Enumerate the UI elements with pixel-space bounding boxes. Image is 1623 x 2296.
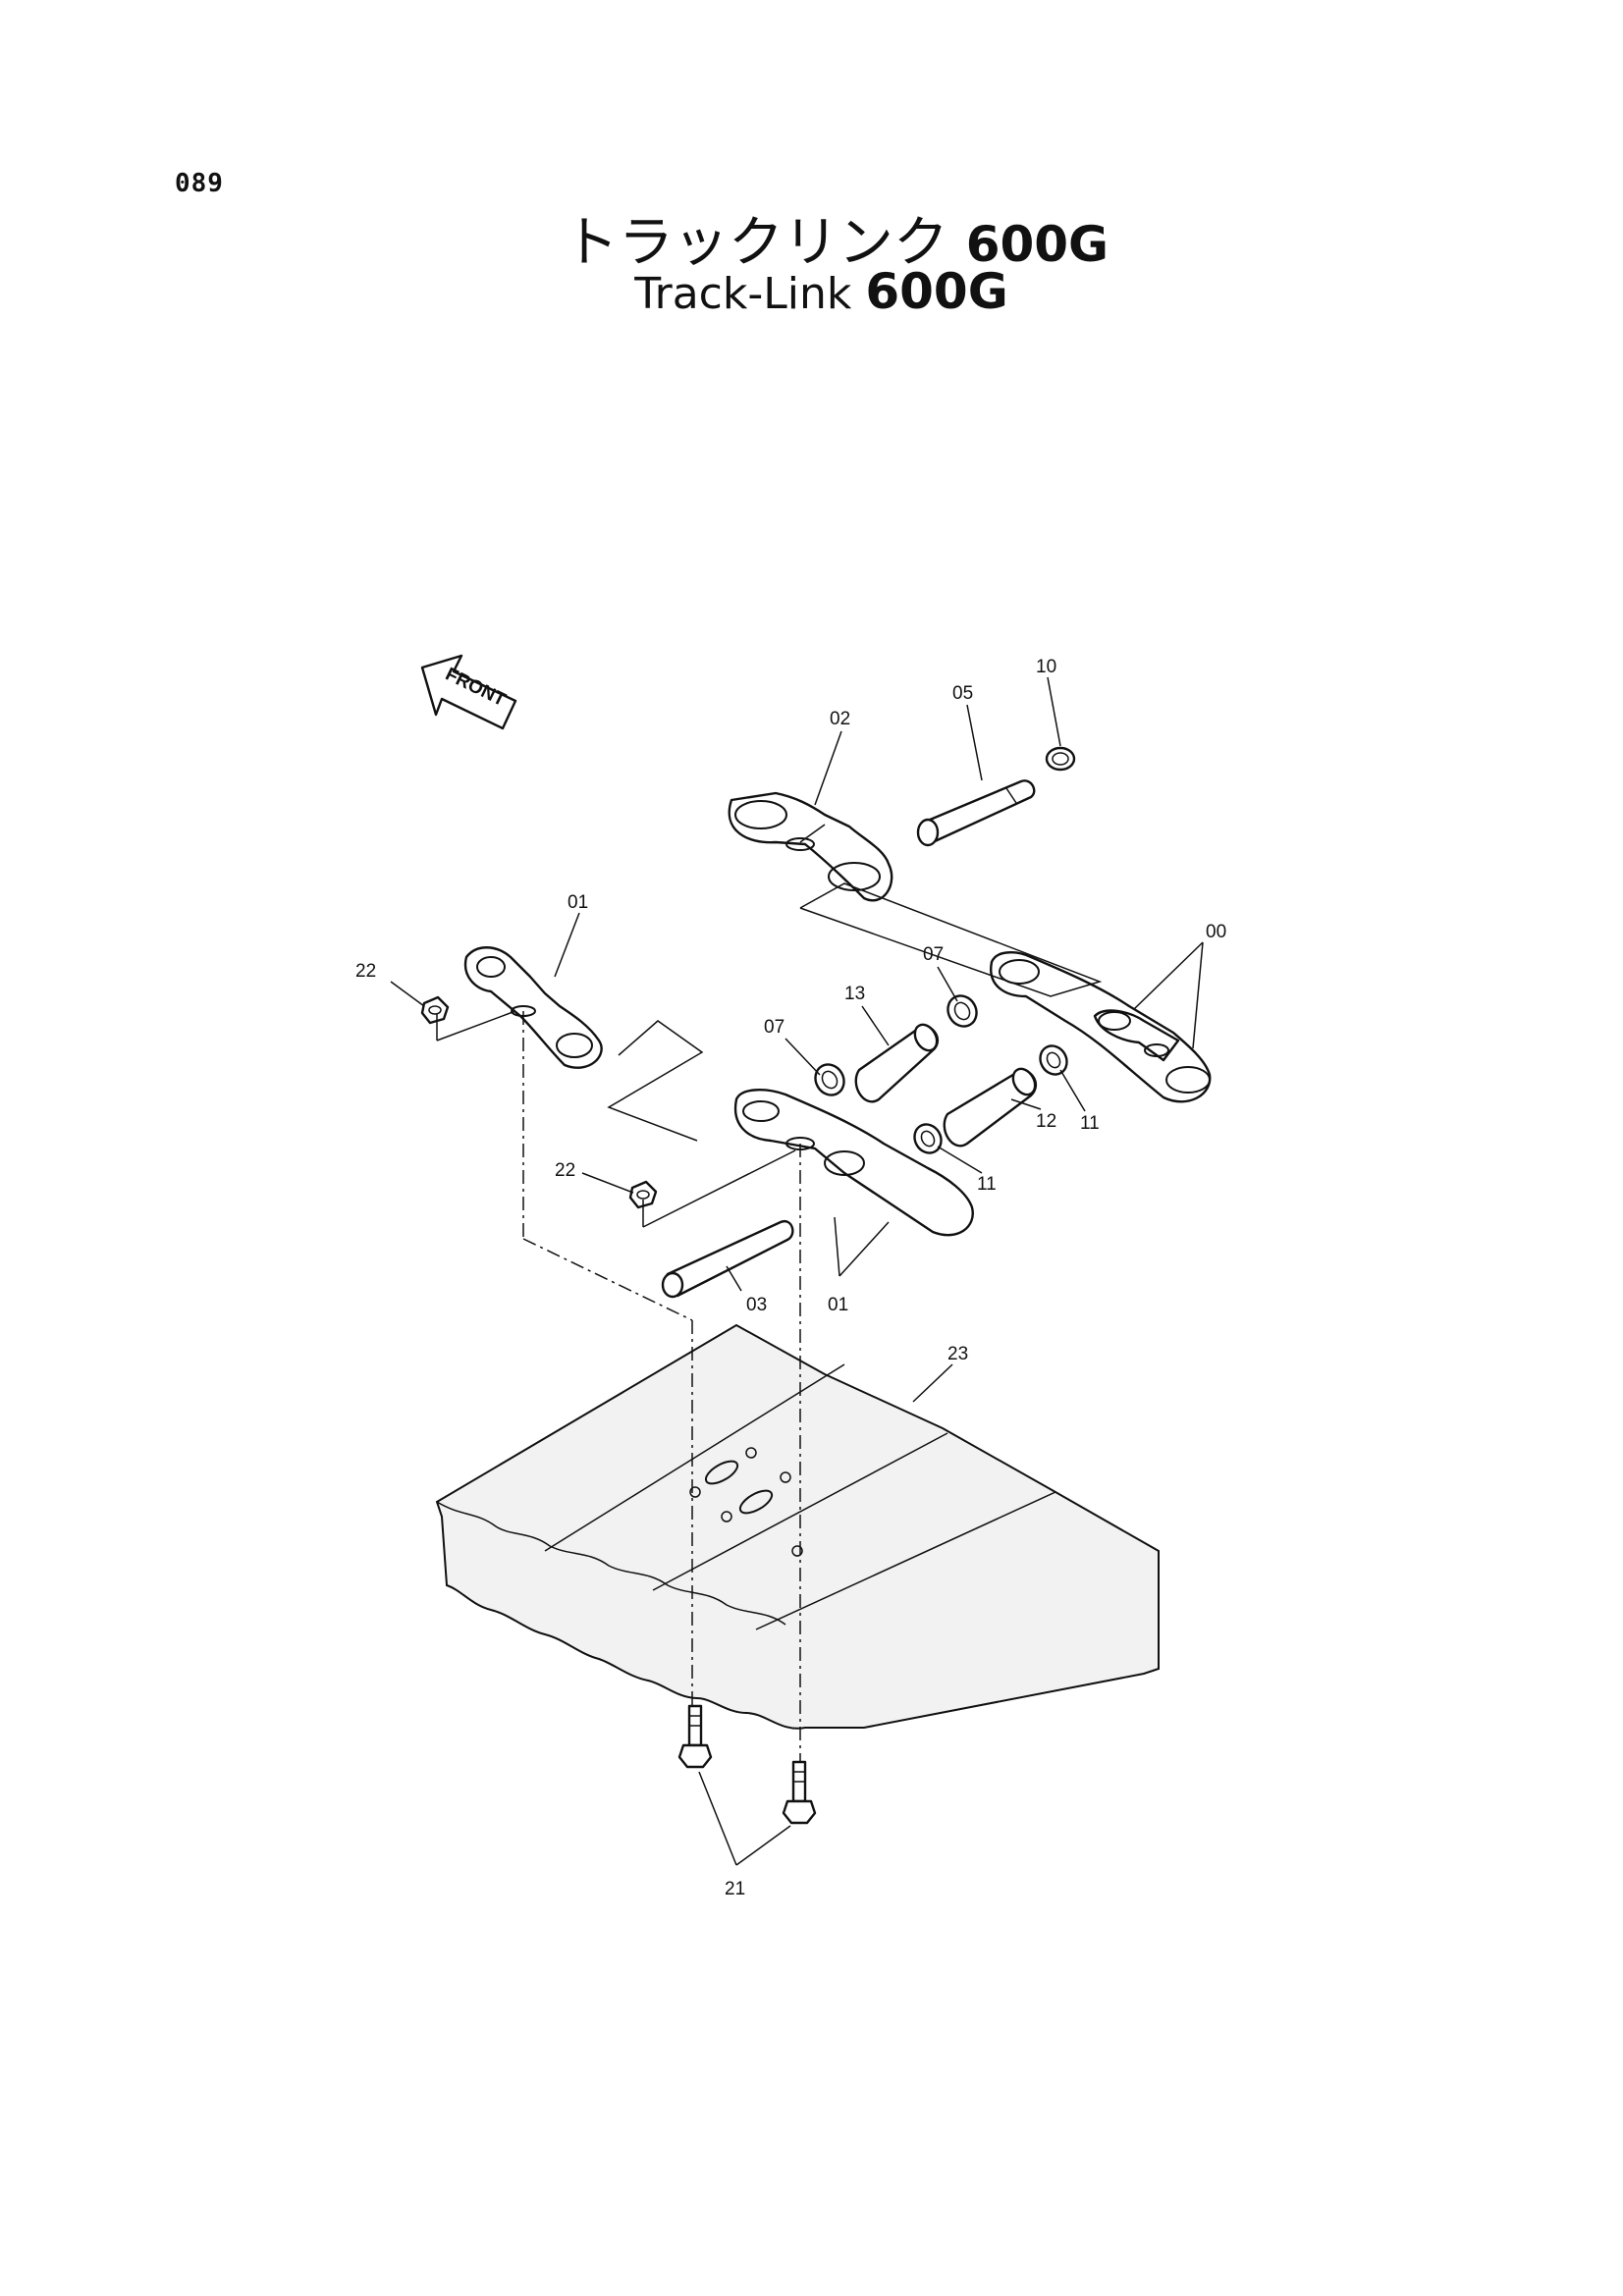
- bolt-21-left-part: [677, 1704, 713, 1769]
- callout-labels: 10 05 02 01 00 22 07 13 07 11 12 11 22 0…: [355, 657, 1226, 1899]
- callout-01-lower: 01: [828, 1295, 848, 1315]
- link-01-left-part: [463, 946, 603, 1069]
- callout-07-lower: 07: [764, 1017, 784, 1038]
- callout-11-right: 11: [1080, 1113, 1100, 1134]
- pin-05-part: [916, 779, 1036, 847]
- pin-03-part: [661, 1219, 794, 1299]
- seal-11-right-part: [1039, 1044, 1068, 1076]
- page-number: 089: [175, 169, 224, 198]
- callout-22-lower: 22: [555, 1160, 575, 1181]
- callout-03: 03: [746, 1295, 767, 1315]
- bushing-13-part: [854, 1023, 940, 1103]
- title-en-text: Track-Link: [634, 269, 852, 319]
- ring-10-part: [1045, 746, 1076, 772]
- callout-22-upper: 22: [355, 961, 376, 982]
- callout-07-upper: 07: [923, 944, 944, 965]
- title-jp-model: 600G: [965, 216, 1109, 273]
- leader-lines: [390, 676, 1204, 1866]
- link-01-center-part: [733, 1089, 974, 1237]
- title-en-model: 600G: [865, 263, 1008, 320]
- callout-02: 02: [830, 709, 850, 729]
- shoe-plate-23-part: [435, 1323, 1160, 1730]
- assembly-dashed-lines: [436, 882, 1103, 1762]
- callout-23: 23: [947, 1344, 968, 1364]
- bushing-12-part: [943, 1067, 1038, 1148]
- callout-21: 21: [725, 1879, 745, 1899]
- callout-01-upper: 01: [568, 892, 588, 913]
- link-02-part: [728, 791, 893, 902]
- callout-13: 13: [844, 984, 865, 1004]
- front-arrow-icon: FRONT: [420, 654, 517, 730]
- link-00-part: [990, 951, 1212, 1103]
- nut-22-lower-part: [628, 1180, 658, 1209]
- nut-22-upper-part: [420, 995, 450, 1025]
- callout-10: 10: [1036, 657, 1056, 677]
- callout-00: 00: [1206, 922, 1226, 942]
- callout-12: 12: [1036, 1111, 1056, 1132]
- page-title-english: Track-Link 600G: [0, 263, 1623, 320]
- seal-11-left-part: [913, 1123, 943, 1154]
- page-title-japanese: トラックリンク 600G: [0, 198, 1623, 278]
- bolt-21-right-part: [782, 1760, 817, 1825]
- seal-07-upper-part: [947, 994, 978, 1028]
- callout-05: 05: [952, 683, 973, 704]
- callout-11-left: 11: [977, 1174, 997, 1195]
- seal-07-lower-part: [814, 1063, 845, 1096]
- title-jp-text: トラックリンク: [563, 211, 948, 275]
